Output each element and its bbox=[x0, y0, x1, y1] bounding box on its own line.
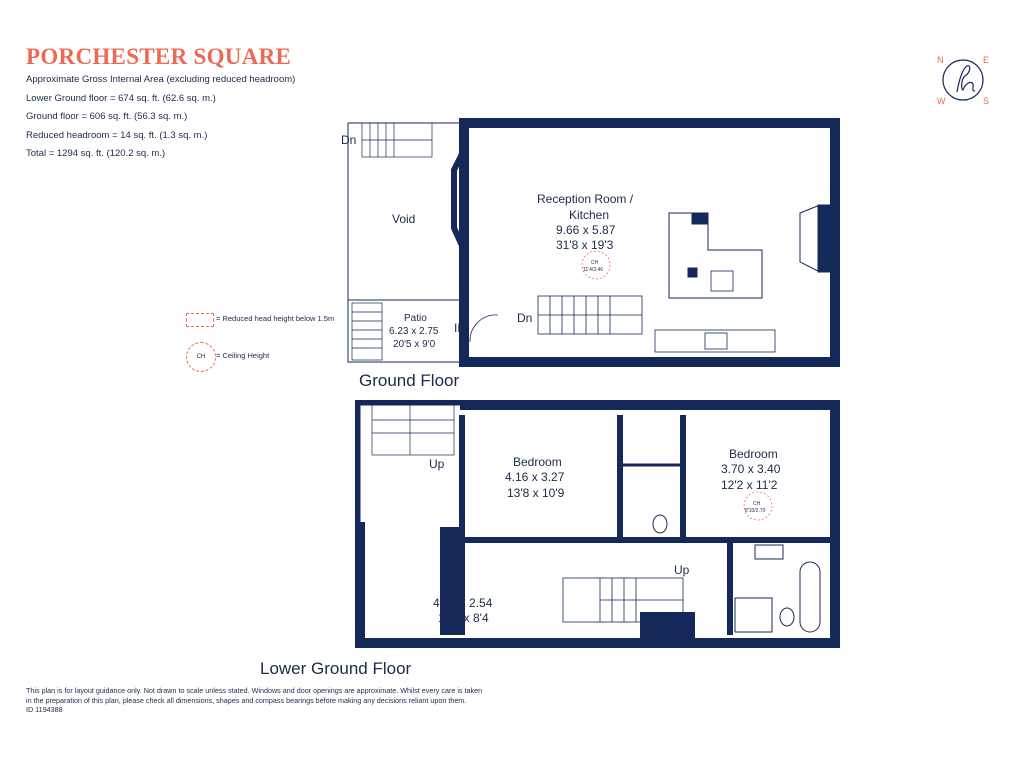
patio-stairs bbox=[351, 302, 383, 361]
compass-logo-icon bbox=[942, 59, 984, 101]
bedroom2-imperial: 12'2 x 11'2 bbox=[721, 478, 778, 492]
reception-metric: 9.66 x 5.87 bbox=[556, 223, 616, 237]
in-label: IN bbox=[454, 321, 466, 335]
toilet-2 bbox=[779, 607, 795, 627]
reception-ch: CH bbox=[591, 260, 599, 266]
bedroom1-name: Bedroom bbox=[513, 455, 562, 469]
reception-walls bbox=[459, 118, 840, 367]
legend-ceiling-label: = Ceiling Height bbox=[216, 351, 270, 360]
area-summary: Approximate Gross Internal Area (excludi… bbox=[26, 74, 295, 167]
reception-ch-value: 11'4/3.46 bbox=[583, 267, 603, 273]
ground-floor-label: Ground Floor bbox=[359, 371, 460, 390]
ground-floor-plan bbox=[347, 118, 840, 367]
lower-stairs-center bbox=[562, 577, 684, 623]
dn-stairs-label: Dn bbox=[517, 311, 532, 325]
lower-ground-labels: Up Bedroom 4.16 x 3.27 13'8 x 10'9 Bedro… bbox=[429, 447, 781, 625]
hob bbox=[704, 332, 728, 350]
bay-window bbox=[451, 148, 467, 252]
dn-top-label: Dn bbox=[341, 133, 356, 147]
bedroom2-ch-value: 8'10/2.70 bbox=[745, 508, 766, 514]
shower bbox=[734, 597, 773, 633]
bedroom2-name: Bedroom bbox=[729, 447, 778, 461]
bedroom1-imperial: 13'8 x 10'9 bbox=[507, 486, 565, 500]
reception-name-1: Reception Room / bbox=[537, 192, 634, 206]
area-ground: Ground floor = 606 sq. ft. (56.3 sq. m.) bbox=[26, 111, 188, 122]
area-heading: Approximate Gross Internal Area (excludi… bbox=[26, 74, 296, 85]
property-title: PORCHESTER SQUARE bbox=[26, 44, 292, 69]
legend-ch-symbol: CH bbox=[186, 342, 216, 372]
lower-ground-floor-plan bbox=[355, 400, 840, 648]
compass: N E W S bbox=[933, 50, 993, 110]
reception-name-2: Kitchen bbox=[569, 208, 609, 222]
disclaimer-line-3: ID 1194388 bbox=[26, 705, 63, 714]
bedroom1-metric: 4.16 x 3.27 bbox=[505, 470, 565, 484]
legend-reduced-label: = Reduced head height below 1.5m bbox=[216, 314, 335, 323]
ground-floor-labels: Dn Void Patio 6.23 x 2.75 20'5 x 9'0 IN … bbox=[341, 133, 634, 350]
reception-stairs bbox=[537, 295, 643, 335]
compass-s: S bbox=[983, 96, 990, 106]
patio-metric: 6.23 x 2.75 bbox=[389, 326, 439, 337]
area-total: Total = 1294 sq. ft. (120.2 sq. m.) bbox=[26, 148, 166, 159]
entrance-door bbox=[469, 314, 499, 343]
compass-e: E bbox=[983, 55, 990, 65]
fireplace bbox=[799, 204, 821, 273]
patio-imperial: 20'5 x 9'0 bbox=[393, 339, 436, 350]
bedroom2-metric: 3.70 x 3.40 bbox=[721, 462, 781, 476]
compass-n: N bbox=[937, 55, 944, 65]
void-label: Void bbox=[392, 212, 415, 226]
hall-metric: 4.98 x 2.54 bbox=[433, 596, 493, 610]
area-lower-ground: Lower Ground floor = 674 sq. ft. (62.6 s… bbox=[26, 92, 216, 104]
disclaimer-line-1: This plan is for layout guidance only. N… bbox=[26, 686, 483, 695]
disclaimer: This plan is for layout guidance only. N… bbox=[26, 686, 546, 715]
area-reduced: Reduced headroom = 14 sq. ft. (1.3 sq. m… bbox=[26, 129, 208, 141]
kitchen-island bbox=[668, 212, 763, 299]
up-left-label: Up bbox=[429, 457, 445, 471]
legend-reduced-symbol bbox=[186, 313, 214, 327]
stairs-top bbox=[361, 122, 433, 158]
bedroom2-ch: CH bbox=[753, 501, 761, 507]
island-sink bbox=[710, 270, 734, 292]
patio-name: Patio bbox=[404, 313, 427, 324]
compass-w: W bbox=[937, 96, 946, 106]
toilet-1 bbox=[652, 514, 668, 534]
basin bbox=[754, 544, 784, 560]
legend-ch-text: CH bbox=[196, 354, 206, 360]
up-stairs-label: Up bbox=[674, 563, 690, 577]
kitchen-counter bbox=[654, 329, 776, 353]
lower-outer-walls bbox=[355, 400, 840, 648]
lower-stairs-left bbox=[371, 404, 455, 456]
bathtub bbox=[799, 561, 821, 633]
lower-ground-floor-label: Lower Ground Floor bbox=[260, 659, 412, 678]
hall-imperial: 16'4 x 8'4 bbox=[438, 611, 489, 625]
reception-imperial: 31'8 x 19'3 bbox=[556, 238, 614, 252]
disclaimer-line-2: in the preparation of this plan, please … bbox=[26, 695, 467, 705]
